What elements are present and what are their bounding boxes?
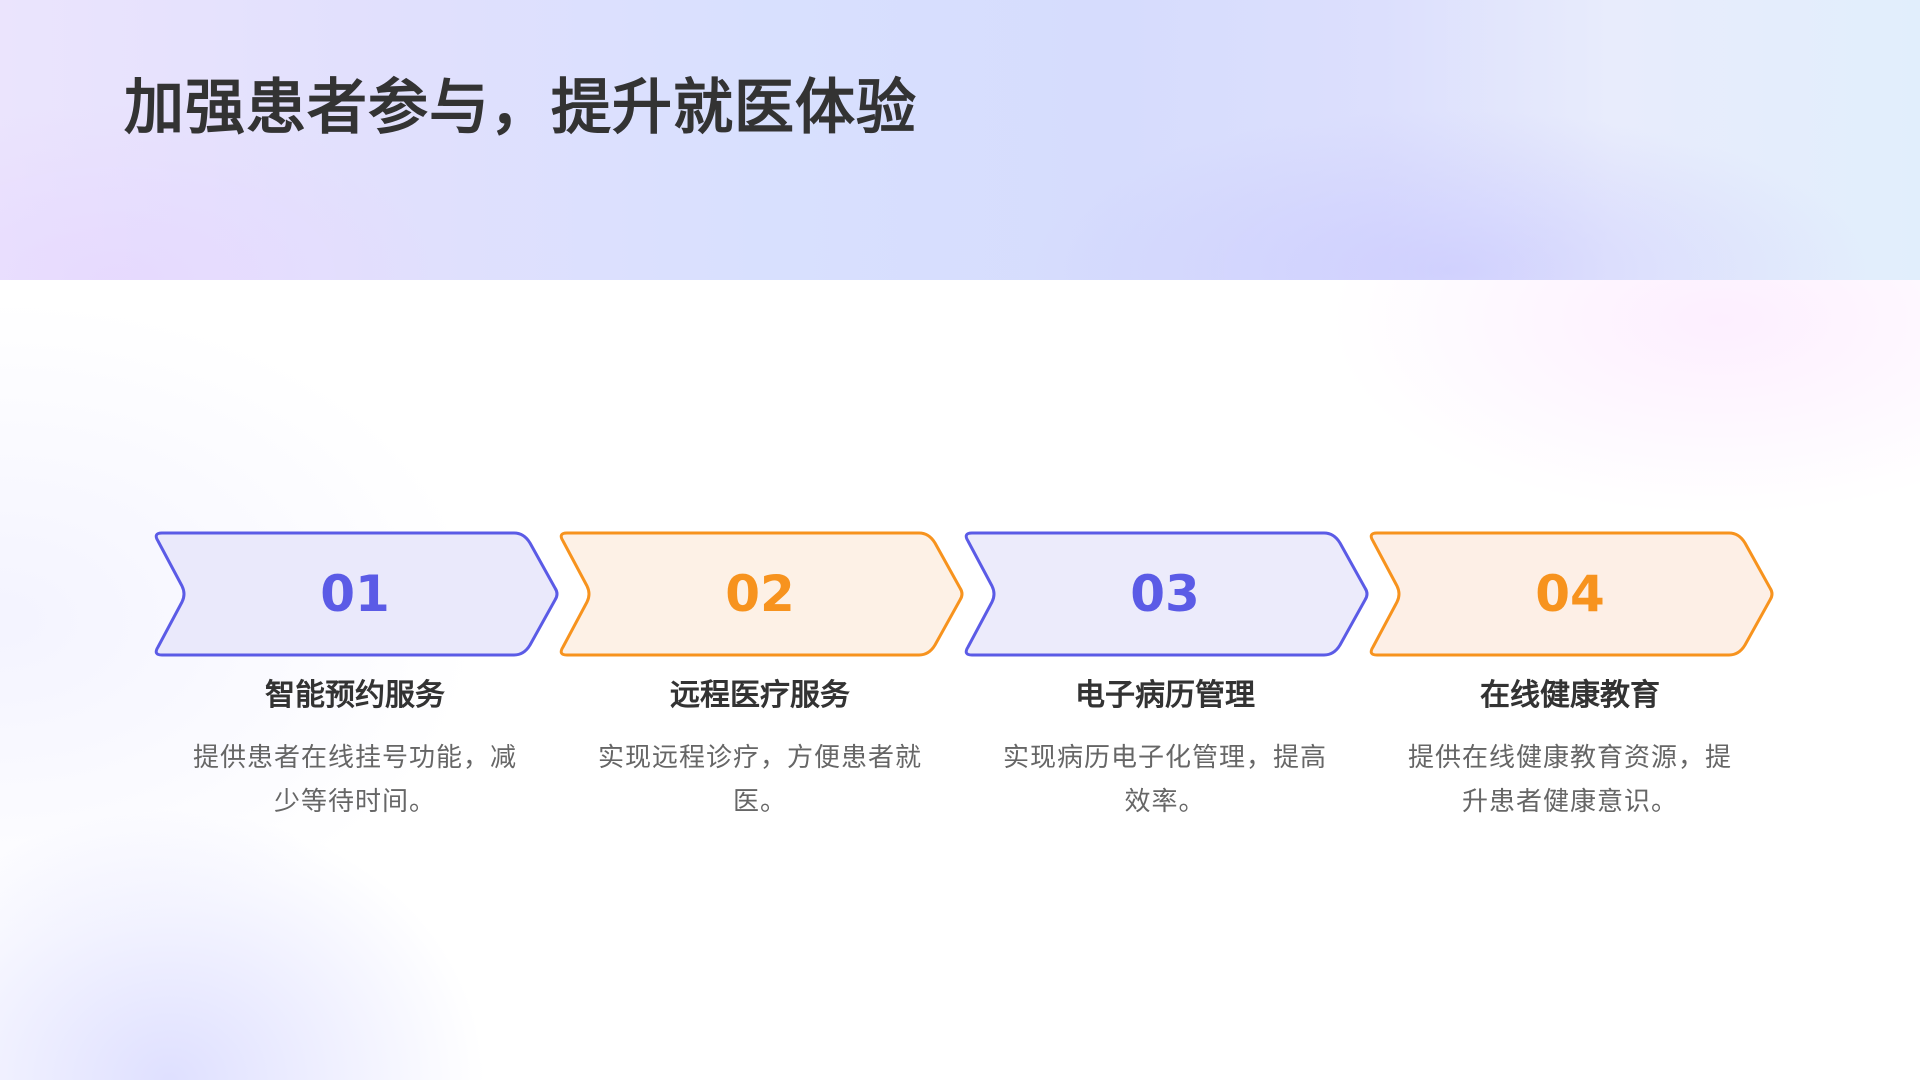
step-card-4: 04 在线健康教育 提供在线健康教育资源，提升患者健康意识。 [1365, 530, 1775, 830]
step-title: 在线健康教育 [1480, 678, 1660, 713]
chevron-arrow-3: 03 [960, 530, 1370, 658]
step-description: 实现病历电子化管理，提高效率。 [1002, 743, 1327, 817]
chevron-arrow-2: 02 [555, 530, 965, 658]
step-description: 提供在线健康教育资源，提升患者健康意识。 [1407, 743, 1732, 817]
step-description: 实现远程诊疗，方便患者就医。 [597, 743, 922, 817]
step-number: 03 [1130, 565, 1200, 623]
step-number: 04 [1535, 565, 1605, 623]
step-title: 智能预约服务 [265, 678, 445, 713]
step-card-1: 01 智能预约服务 提供患者在线挂号功能，减少等待时间。 [150, 530, 560, 830]
chevron-shape-icon [154, 531, 559, 657]
header-band [0, 0, 1920, 280]
page-title: 加强患者参与，提升就医体验 [124, 73, 917, 143]
step-card-2: 02 远程医疗服务 实现远程诊疗，方便患者就医。 [555, 530, 965, 830]
step-title: 远程医疗服务 [670, 678, 850, 713]
step-number: 01 [320, 565, 390, 623]
chevron-arrow-4: 04 [1365, 530, 1775, 658]
chevron-shape-icon [1369, 531, 1774, 657]
step-title: 电子病历管理 [1075, 678, 1255, 713]
step-card-3: 03 电子病历管理 实现病历电子化管理，提高效率。 [960, 530, 1370, 830]
chevron-shape-icon [964, 531, 1369, 657]
step-number: 02 [725, 565, 795, 623]
chevron-arrow-1: 01 [150, 530, 560, 658]
step-description: 提供患者在线挂号功能，减少等待时间。 [192, 743, 517, 817]
chevron-shape-icon [559, 531, 964, 657]
